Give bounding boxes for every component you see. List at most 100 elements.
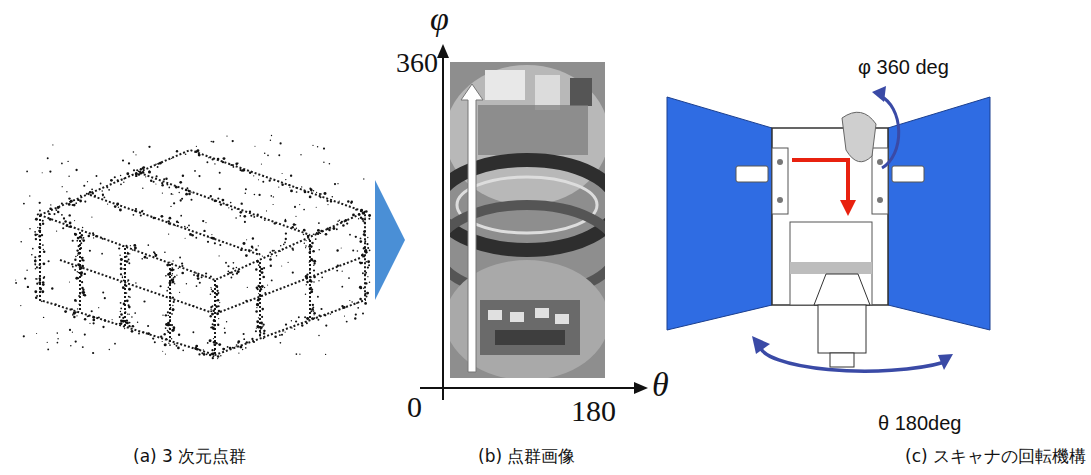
panel-caption: (b) 点群画像 <box>478 447 575 466</box>
cloud-point <box>20 241 22 243</box>
cloud-point <box>166 338 168 340</box>
cloud-point <box>171 279 174 282</box>
cloud-point <box>326 200 328 202</box>
panel-caption: (c) スキャナの回転機構 <box>905 447 1086 466</box>
cloud-point <box>179 292 180 293</box>
cloud-point <box>258 293 259 294</box>
cloud-point <box>304 316 306 318</box>
cloud-point <box>218 318 219 319</box>
rotation-label: φ 360 deg <box>858 56 949 78</box>
cloud-point <box>23 203 25 205</box>
cloud-point <box>127 281 128 282</box>
cloud-point <box>172 279 174 281</box>
cloud-point <box>166 184 168 186</box>
cloud-point <box>80 195 82 197</box>
cloud-point <box>120 183 122 185</box>
cloud-point <box>42 220 44 222</box>
cloud-point <box>75 277 78 280</box>
cloud-point <box>211 234 212 235</box>
cloud-point <box>69 222 72 225</box>
cloud-point <box>232 140 234 142</box>
cloud-point <box>324 192 327 195</box>
cloud-point <box>255 249 258 252</box>
cloud-point <box>280 245 282 247</box>
cloud-point <box>56 230 57 231</box>
cloud-point <box>27 286 29 288</box>
cloud-point <box>119 209 122 212</box>
cloud-point <box>80 271 83 274</box>
cloud-point <box>48 260 50 262</box>
cloud-point <box>363 255 365 257</box>
axis-head <box>634 382 648 394</box>
cloud-point <box>294 206 296 208</box>
cloud-point <box>80 247 82 249</box>
cloud-point <box>177 347 180 350</box>
cloud-point <box>235 217 237 219</box>
cloud-point <box>203 275 204 276</box>
cloud-point <box>306 317 309 320</box>
cloud-point <box>147 244 149 246</box>
cloud-point <box>165 178 167 180</box>
cloud-point <box>168 315 169 316</box>
cloud-point <box>359 286 362 289</box>
cloud-point <box>263 267 265 269</box>
cloud-point <box>165 327 167 329</box>
cloud-point <box>170 307 172 309</box>
cloud-point <box>306 281 309 284</box>
image-object <box>480 300 580 355</box>
cloud-point <box>262 324 264 326</box>
cloud-point <box>125 245 127 247</box>
cloud-point <box>38 255 40 257</box>
cloud-point <box>92 352 94 354</box>
cloud-point <box>39 277 41 279</box>
cloud-point <box>259 332 261 334</box>
cloud-point <box>290 247 291 248</box>
cloud-point <box>361 218 364 221</box>
cloud-point <box>260 328 262 330</box>
cloud-point <box>341 286 343 288</box>
cloud-point <box>311 242 314 245</box>
cloud-point <box>245 300 247 302</box>
cloud-point <box>212 323 214 325</box>
cloud-point <box>117 179 119 181</box>
cloud-point <box>66 191 67 192</box>
cloud-point <box>310 241 311 242</box>
cloud-point <box>317 319 319 321</box>
cloud-point <box>342 271 343 272</box>
cloud-point <box>108 189 110 191</box>
cloud-point <box>61 202 63 204</box>
cloud-point <box>256 260 259 263</box>
cloud-point <box>311 259 313 261</box>
cloud-point <box>244 221 246 223</box>
cloud-point <box>344 316 345 317</box>
scanner-screw <box>877 159 883 165</box>
cloud-point <box>323 161 324 162</box>
scanner-screw <box>777 159 783 165</box>
cloud-point <box>205 222 206 223</box>
cloud-point <box>209 237 210 238</box>
cloud-point <box>74 259 76 261</box>
cloud-point <box>347 200 349 202</box>
cloud-point <box>55 209 57 211</box>
cloud-point <box>219 188 221 190</box>
cloud-point <box>140 168 142 170</box>
scanner-cavity <box>790 222 872 305</box>
cloud-point <box>363 288 364 289</box>
cloud-point <box>125 255 127 257</box>
cloud-point <box>288 262 289 263</box>
cloud-point <box>337 183 338 184</box>
cloud-point <box>171 324 173 326</box>
cloud-point <box>281 334 283 336</box>
scanner-screw <box>877 197 883 203</box>
cloud-point <box>292 272 294 274</box>
cloud-point <box>213 344 214 345</box>
cloud-point <box>261 285 264 288</box>
cloud-point <box>257 325 260 328</box>
cloud-point <box>291 327 293 329</box>
cloud-point <box>84 201 86 203</box>
cloud-point <box>250 215 252 217</box>
cloud-point <box>225 204 227 206</box>
cloud-point <box>260 268 262 270</box>
cloud-point <box>159 162 162 165</box>
cloud-point <box>254 146 255 147</box>
